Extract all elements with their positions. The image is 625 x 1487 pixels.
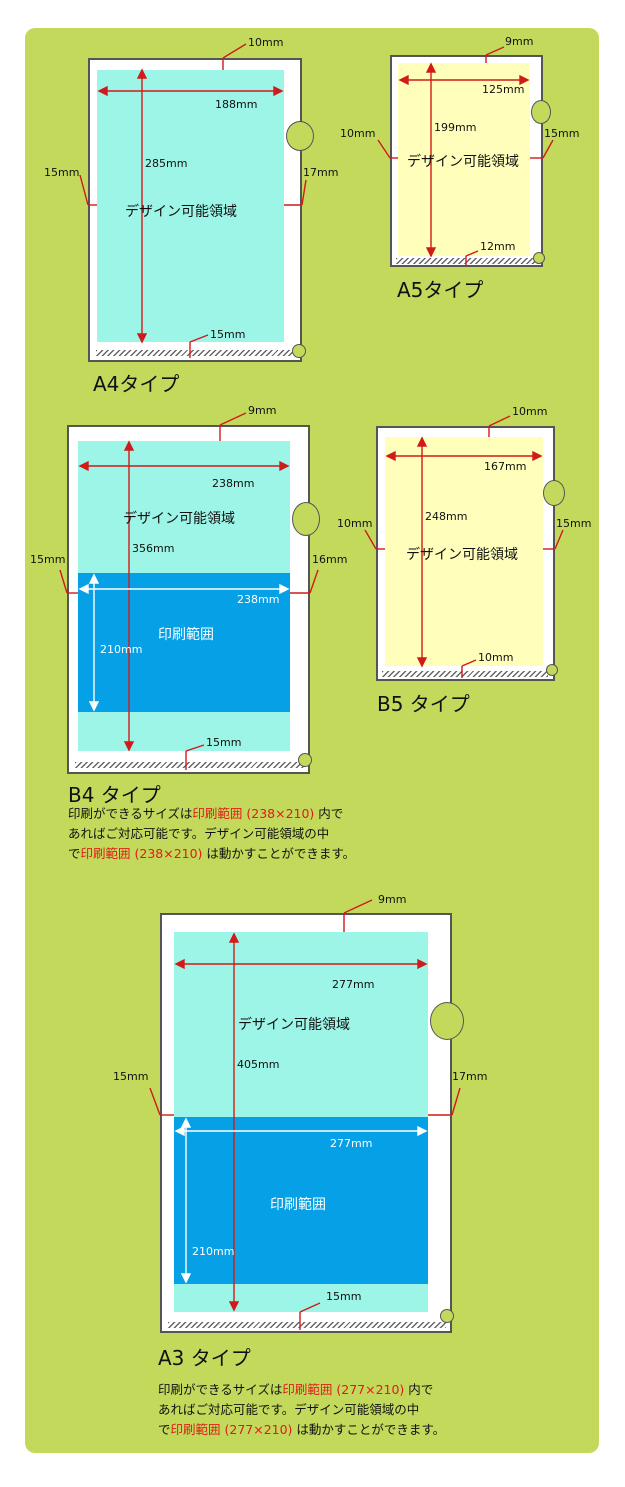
a4-width-label: 188mm <box>215 98 258 111</box>
a5-width-label: 125mm <box>482 83 525 96</box>
a4-design-area-label: デザイン可能領域 <box>125 204 237 220</box>
b5-design-area-label: デザイン可能領域 <box>406 547 518 563</box>
a3-title: A3 タイプ <box>158 1346 251 1370</box>
a3-right-margin-label: 17mm <box>452 1070 488 1083</box>
a4-hatch-edge <box>96 350 298 356</box>
a5-design-area <box>398 63 530 256</box>
a3-design-area-label: デザイン可能領域 <box>238 1017 350 1033</box>
a3-note-line-3: で印刷範囲 (277×210) は動かすことができます。 <box>158 1422 446 1437</box>
b5-bottom-margin-label: 10mm <box>478 651 514 664</box>
a5-corner-notch <box>533 252 545 264</box>
a3-index-tab <box>430 1002 464 1040</box>
b5-design-area <box>385 437 543 666</box>
a4-title: A4タイプ <box>93 372 180 396</box>
b5-index-tab <box>543 480 565 506</box>
b4-bottom-margin-label: 15mm <box>206 736 242 749</box>
a3-hatch-edge <box>168 1322 446 1328</box>
a3-corner-notch <box>440 1309 454 1323</box>
b4-index-tab <box>292 502 320 536</box>
b4-note: 印刷ができるサイズは印刷範囲 (238×210) 内で あればご対応可能です。デ… <box>68 804 355 864</box>
b4-design-area-label: デザイン可能領域 <box>123 511 235 527</box>
a3-note-line-2: あればご対応可能です。デザイン可能領域の中 <box>158 1402 420 1417</box>
b4-print-height-label: 210mm <box>100 643 143 656</box>
b5-width-label: 167mm <box>484 460 527 473</box>
a3-print-width-label: 277mm <box>330 1137 373 1150</box>
a5-hatch-edge <box>396 258 538 264</box>
b4-print-area <box>78 573 290 712</box>
b5-left-margin-label: 10mm <box>337 517 373 530</box>
b5-top-margin-label: 10mm <box>512 405 548 418</box>
a4-bottom-margin-label: 15mm <box>210 328 246 341</box>
a3-bottom-margin-label: 15mm <box>326 1290 362 1303</box>
a5-design-area-label: デザイン可能領域 <box>407 154 519 170</box>
a3-note-line-1: 印刷ができるサイズは印刷範囲 (277×210) 内で <box>158 1382 434 1397</box>
a4-right-margin-label: 17mm <box>303 166 339 179</box>
a4-left-margin-label: 15mm <box>44 166 80 179</box>
b4-width-label: 238mm <box>212 477 255 490</box>
a5-bottom-margin-label: 12mm <box>480 240 516 253</box>
b5-hatch-edge <box>382 671 548 677</box>
a4-index-tab <box>286 121 314 151</box>
a5-height-label: 199mm <box>434 121 477 134</box>
b4-left-margin-label: 15mm <box>30 553 66 566</box>
b4-right-margin-label: 16mm <box>312 553 348 566</box>
a4-corner-notch <box>292 344 306 358</box>
a5-right-margin-label: 15mm <box>544 127 580 140</box>
b4-note-line-1: 印刷ができるサイズは印刷範囲 (238×210) 内で <box>68 806 344 821</box>
a5-index-tab <box>531 100 551 124</box>
a3-width-label: 277mm <box>332 978 375 991</box>
b4-note-line-3: で印刷範囲 (238×210) は動かすことができます。 <box>68 846 356 861</box>
b4-print-width-label: 238mm <box>237 593 280 606</box>
a5-top-margin-label: 9mm <box>505 35 534 48</box>
b4-print-area-label: 印刷範囲 <box>158 627 214 643</box>
a3-top-margin-label: 9mm <box>378 893 407 906</box>
b4-top-margin-label: 9mm <box>248 404 277 417</box>
b4-height-label: 356mm <box>132 542 175 555</box>
b4-hatch-edge <box>75 762 306 768</box>
a4-top-margin-label: 10mm <box>248 36 284 49</box>
b5-title: B5 タイプ <box>377 692 470 716</box>
b4-title: B4 タイプ <box>68 783 161 807</box>
b4-note-line-2: あればご対応可能です。デザイン可能領域の中 <box>68 826 330 841</box>
b4-corner-notch <box>298 753 312 767</box>
a3-print-height-label: 210mm <box>192 1245 235 1258</box>
a4-design-area <box>97 70 284 342</box>
a3-print-area-label: 印刷範囲 <box>270 1197 326 1213</box>
a5-title: A5タイプ <box>397 278 484 302</box>
b5-right-margin-label: 15mm <box>556 517 592 530</box>
a4-height-label: 285mm <box>145 157 188 170</box>
a3-height-label: 405mm <box>237 1058 280 1071</box>
a3-note: 印刷ができるサイズは印刷範囲 (277×210) 内で あればご対応可能です。デ… <box>158 1380 445 1440</box>
a3-left-margin-label: 15mm <box>113 1070 149 1083</box>
b5-height-label: 248mm <box>425 510 468 523</box>
b5-corner-notch <box>546 664 558 676</box>
a5-left-margin-label: 10mm <box>340 127 376 140</box>
a3-print-area <box>174 1117 428 1284</box>
